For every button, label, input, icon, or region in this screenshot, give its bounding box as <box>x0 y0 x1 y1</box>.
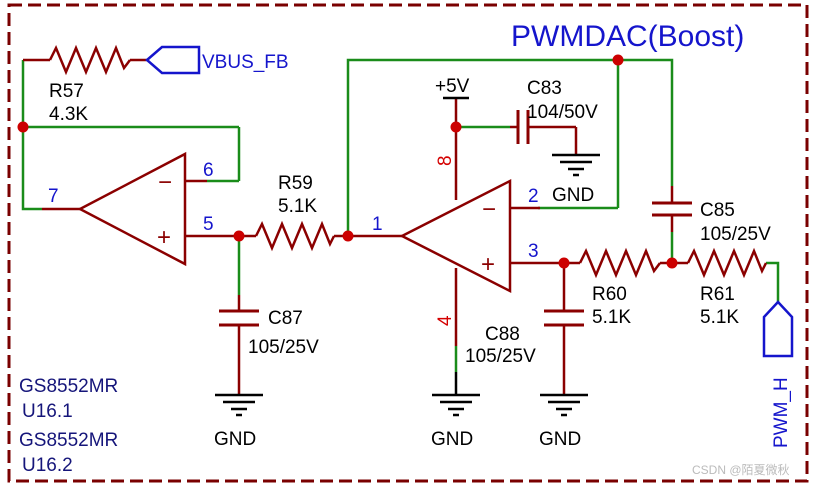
c83-ref: C83 <box>527 78 562 99</box>
net-label-pwm-h: PWM_H <box>771 377 792 448</box>
pin-u2-noninv: 3 <box>528 241 539 262</box>
gnd-c83 <box>552 153 600 177</box>
gnd-c87 <box>215 393 263 417</box>
opamp-u16-1 <box>77 151 187 267</box>
r61-value: 5.1K <box>700 307 739 328</box>
c87-ref: C87 <box>268 308 303 329</box>
gnd-label-c87: GND <box>214 429 256 450</box>
u2-minus-sign: − <box>482 196 496 223</box>
gnd-label-c83: GND <box>552 185 594 206</box>
component-leads <box>23 58 688 395</box>
sheet-title: PWMDAC(Boost) <box>511 20 744 53</box>
c88-ref: C88 <box>485 324 520 345</box>
junctions <box>17 54 678 269</box>
parts-list-line-4: U16.2 <box>22 455 73 476</box>
resistor-r57 <box>48 44 131 76</box>
net-label-plus5v: +5V <box>435 76 470 97</box>
capacitor-c88 <box>544 309 584 327</box>
r61-ref: R61 <box>700 284 735 305</box>
r60-ref: R60 <box>592 284 627 305</box>
c85-ref: C85 <box>700 200 735 221</box>
r57-ref: R57 <box>49 81 84 102</box>
pin-u1-out: 7 <box>48 186 59 207</box>
parts-list-line-2: U16.1 <box>22 401 73 422</box>
r57-value: 4.3K <box>49 104 88 125</box>
u2-plus-sign: + <box>481 251 495 278</box>
resistor-r61 <box>686 247 768 279</box>
pwm-h-flag <box>762 300 794 358</box>
u1-plus-sign: + <box>157 224 171 251</box>
watermark: CSDN @陌夏微秋 <box>692 463 790 477</box>
pin-u2-gnd: 4 <box>435 315 456 326</box>
net-label-vbus-fb: VBUS_FB <box>202 52 289 73</box>
r59-ref: R59 <box>278 173 313 194</box>
c87-value: 105/25V <box>248 337 319 358</box>
r60-value: 5.1K <box>592 307 631 328</box>
pin-u2-out: 1 <box>372 214 383 235</box>
vbus-fb-flag <box>145 45 201 75</box>
pin-u2-inv: 2 <box>528 186 539 207</box>
gnd-u2 <box>432 393 480 417</box>
ground-symbols <box>215 153 600 417</box>
r59-value: 5.1K <box>278 196 317 217</box>
capacitor-c87 <box>219 309 259 327</box>
capacitor-c85 <box>652 201 692 217</box>
opamp-u16-2 <box>399 178 512 294</box>
pin-u1-inv: 6 <box>203 160 214 181</box>
parts-list-line-3: GS8552MR <box>19 430 118 451</box>
resistor-r60 <box>578 247 661 279</box>
gnd-label-c88: GND <box>539 429 581 450</box>
resistor-r59 <box>254 220 336 252</box>
wires <box>21 58 780 372</box>
parts-list-line-1: GS8552MR <box>19 376 118 397</box>
gnd-c88 <box>540 393 588 417</box>
gnd-label-u2: GND <box>431 429 473 450</box>
pin-u1-noninv: 5 <box>203 214 214 235</box>
c88-value: 105/25V <box>465 346 536 367</box>
sheet-border <box>7 3 809 483</box>
c85-value: 105/25V <box>700 224 771 245</box>
c83-value: 104/50V <box>527 102 598 123</box>
u1-minus-sign: − <box>158 169 172 196</box>
pin-u2-vcc: 8 <box>435 155 456 166</box>
